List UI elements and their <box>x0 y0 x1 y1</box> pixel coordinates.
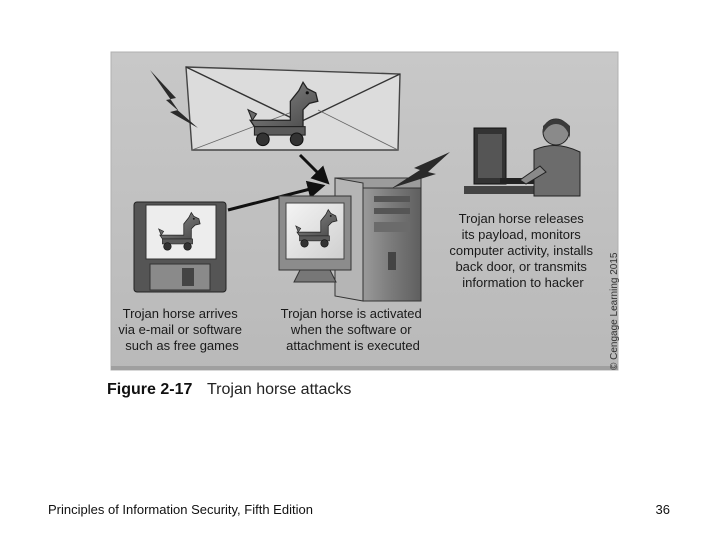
step-3-text: Trojan horse releases its payload, monit… <box>449 211 596 290</box>
copyright-text: © Cengage Learning 2015 <box>609 252 620 370</box>
trojan-horse-figure: Trojan horse arrives via e-mail or softw… <box>0 0 720 410</box>
floppy-disk-icon <box>134 202 226 292</box>
step-1-text: Trojan horse arrives via e-mail or softw… <box>118 306 245 353</box>
figure-title: Trojan horse attacks <box>207 381 351 399</box>
step-2-text: Trojan horse is activated when the softw… <box>281 306 426 353</box>
footer-source: Principles of Information Security, Fift… <box>48 502 313 517</box>
figure-number: Figure 2-17 <box>107 381 192 399</box>
page-number: 36 <box>656 502 670 517</box>
